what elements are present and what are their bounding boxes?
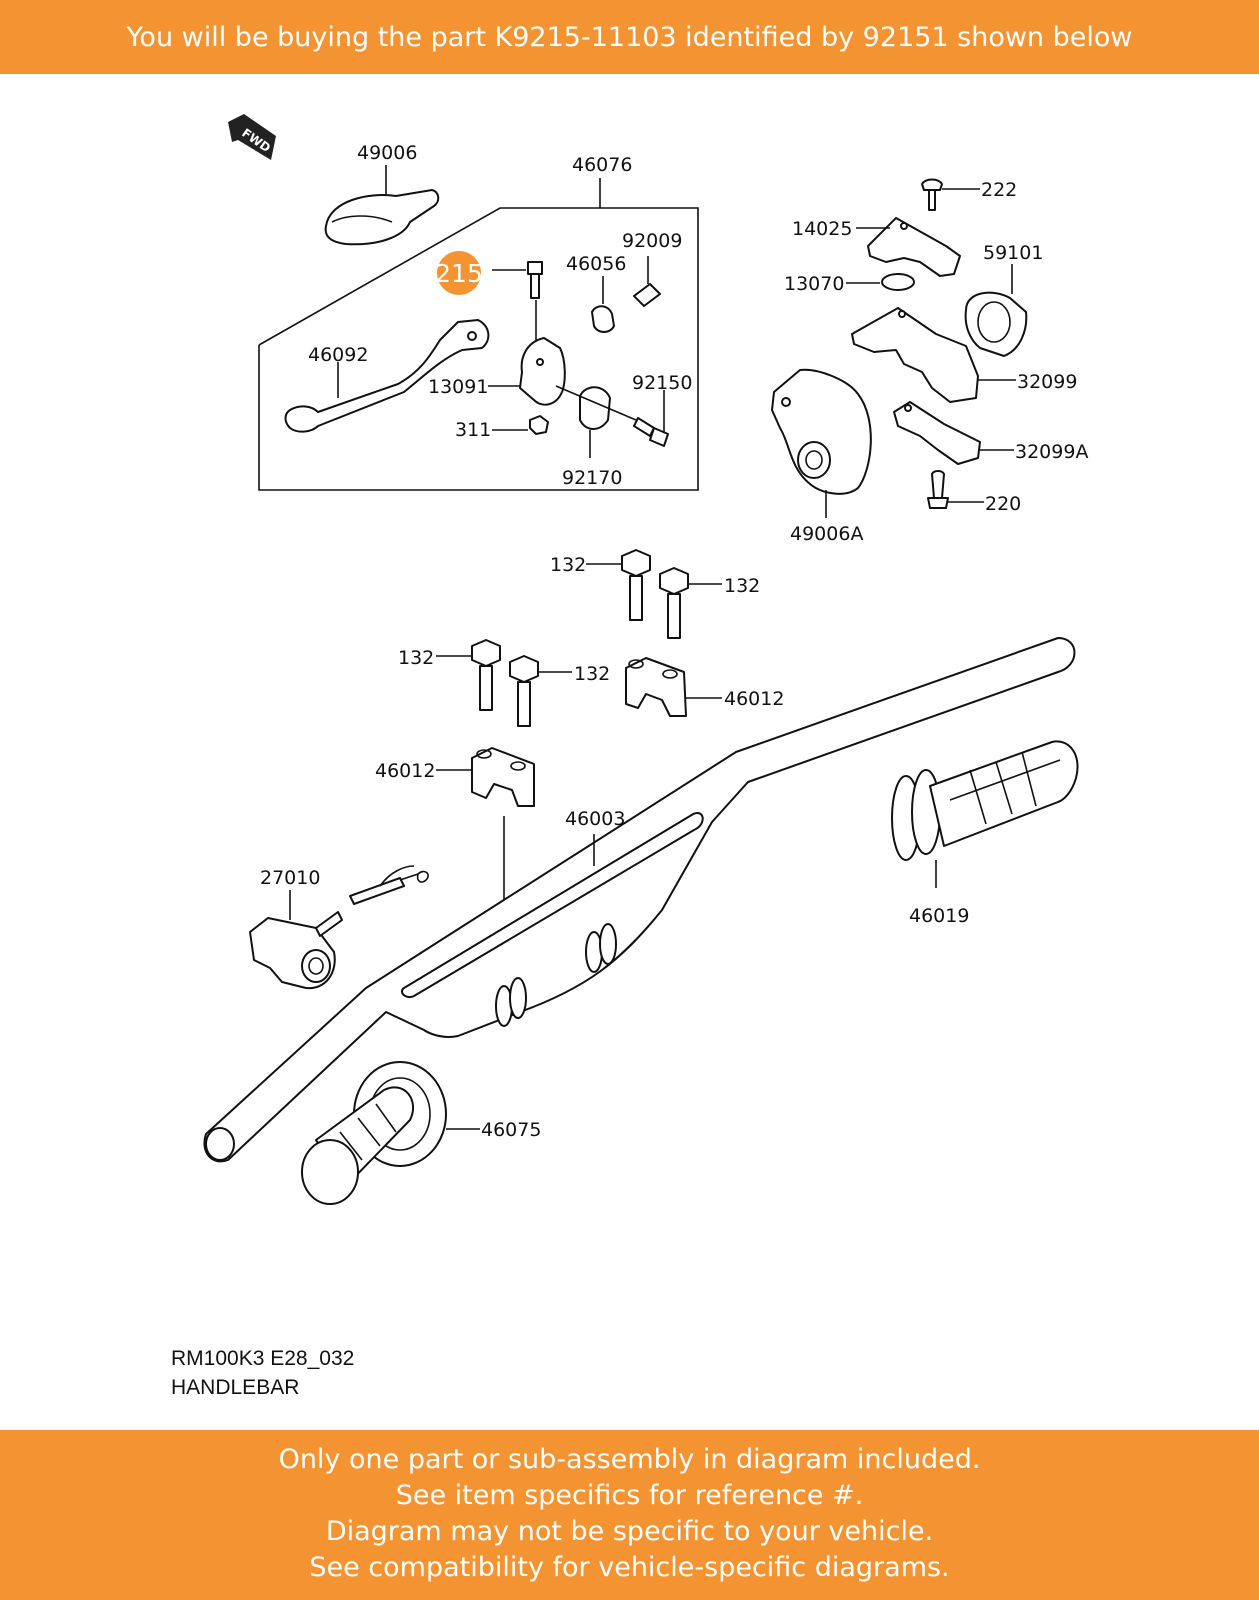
label-49006: 49006: [357, 142, 417, 164]
label-92170: 92170: [562, 467, 622, 489]
adjuster-46056: [591, 276, 615, 333]
pulley-59101: [964, 264, 1028, 357]
bolt-92150: [555, 385, 669, 447]
label-46012-upper: 46012: [724, 688, 784, 710]
bottom-banner: Only one part or sub-assembly in diagram…: [0, 1430, 1259, 1600]
handlebar-parts-diagram: FWD 215: [203, 114, 1088, 1205]
clamp-46012-upper: [625, 657, 722, 717]
left-grip-pattern: [339, 1103, 397, 1161]
screw-92009: [633, 256, 661, 307]
label-46076: 46076: [572, 154, 632, 176]
label-222: 222: [981, 179, 1017, 201]
highlight-label: 215: [435, 259, 483, 288]
footer-line: See item specifics for reference #.: [395, 1480, 864, 1511]
footer-line: Only one part or sub-assembly in diagram…: [278, 1444, 981, 1475]
label-132-c: 132: [398, 647, 434, 669]
lever-holder-13091: [488, 300, 566, 406]
nut-311: [492, 415, 549, 435]
clamp-92170: [579, 386, 611, 458]
label-46012-lower: 46012: [375, 760, 435, 782]
bolt-132-c: [436, 639, 501, 711]
label-32099A: 32099A: [1015, 441, 1088, 463]
switch-27010: [249, 865, 429, 990]
throttle-housing-32099A: [893, 401, 1014, 465]
footer-line: See compatibility for vehicle-specific d…: [309, 1552, 950, 1583]
label-46092: 46092: [308, 344, 368, 366]
label-46019: 46019: [909, 905, 969, 927]
grip-pattern: [949, 751, 1061, 825]
throttle-grip-46019: [891, 740, 1079, 888]
label-27010: 27010: [260, 867, 320, 889]
ring-13070: [846, 273, 915, 291]
label-46003: 46003: [565, 808, 625, 830]
label-32099: 32099: [1017, 371, 1077, 393]
handlebar-46003: [203, 637, 1076, 1163]
label-92150: 92150: [632, 372, 692, 394]
label-13091: 13091: [428, 376, 488, 398]
screw-222: [921, 178, 980, 211]
label-46056: 46056: [566, 253, 626, 275]
left-grip-46075: [301, 1061, 480, 1205]
bolt-132-a: [586, 549, 651, 621]
label-14025: 14025: [792, 218, 852, 240]
diagram-model-code: RM100K3 E28_032: [171, 1347, 355, 1370]
part-labels: 49006 46076 92009 46056 46092 13091 9215…: [260, 142, 1088, 1141]
label-132-a: 132: [550, 554, 586, 576]
label-132-d: 132: [574, 663, 610, 685]
banner-text: You will be buying the part K9215-11103 …: [126, 22, 1133, 53]
throttle-housing-32099: [851, 307, 1016, 403]
label-49006A: 49006A: [790, 523, 863, 545]
diagram-title: HANDLEBAR: [171, 1376, 300, 1399]
label-132-b: 132: [724, 575, 760, 597]
label-220: 220: [985, 493, 1021, 515]
label-46075: 46075: [481, 1119, 541, 1141]
footer-line: Diagram may not be specific to your vehi…: [325, 1516, 934, 1547]
bar-grip-rings: [495, 923, 617, 1027]
bolt-132-d: [509, 655, 572, 727]
label-92009: 92009: [622, 230, 682, 252]
highlight-marker: 215: [435, 251, 483, 295]
bolt-132-b: [659, 567, 722, 639]
lever-cover-49006: [324, 165, 440, 246]
label-13070: 13070: [784, 273, 844, 295]
assembly-box-46076: [258, 207, 699, 491]
label-59101: 59101: [983, 242, 1043, 264]
label-311: 311: [455, 419, 491, 441]
clutch-lever-46092: [284, 319, 490, 433]
bolt-92151: [492, 261, 543, 299]
screw-220: [927, 470, 984, 509]
top-banner: You will be buying the part K9215-11103 …: [0, 0, 1259, 74]
fwd-arrow-icon: FWD: [228, 114, 276, 160]
throttle-cover-49006A: [771, 368, 872, 518]
cover-14025: [856, 217, 961, 277]
